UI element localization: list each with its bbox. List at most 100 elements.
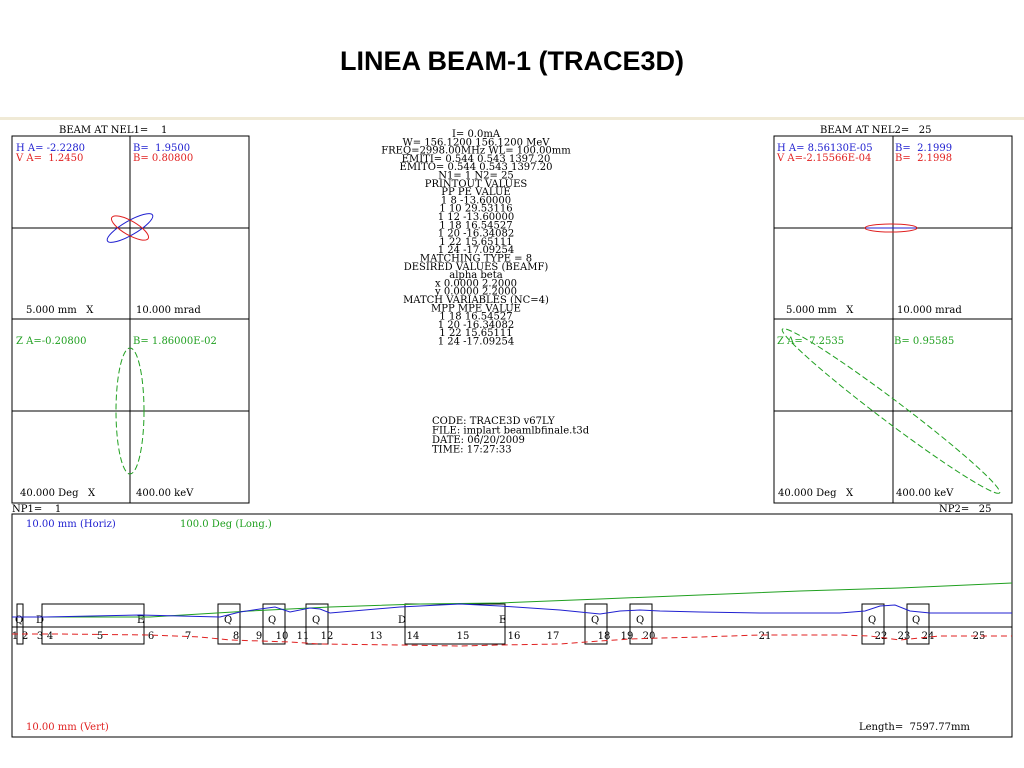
element-type-label: D [36, 615, 44, 626]
element-type-label: D [398, 615, 406, 626]
left-v-alpha: V A= 1.2450 [15, 153, 83, 164]
element-number: 21 [759, 631, 772, 642]
center-line: W= 156.1200 156.1200 MeV [402, 137, 550, 148]
element-number: 2 [22, 631, 28, 642]
beamline-frame [11, 513, 1013, 738]
element-number: 3 [37, 631, 43, 642]
long-scale-label: 100.0 Deg (Long.) [180, 519, 272, 530]
element-number: 4 [47, 631, 53, 642]
element-type-label: Q [268, 615, 276, 626]
element-number: 20 [643, 631, 656, 642]
vert-scale-label: 10.00 mm (Vert) [26, 722, 109, 733]
center-line: MPP MPE VALUE [431, 303, 521, 314]
right-z-beta: B= 0.95585 [894, 336, 954, 347]
element-number: 12 [321, 631, 334, 642]
element-number: 6 [148, 631, 154, 642]
element-number: 13 [370, 631, 383, 642]
center-line: DESIRED VALUES (BEAMF) [404, 262, 549, 273]
code-info-line: TIME: 17:27:33 [432, 445, 512, 456]
element-number: 8 [233, 631, 239, 642]
code-info-line: DATE: 06/20/2009 [432, 435, 525, 446]
center-line: 1 12 -13.60000 [438, 212, 515, 223]
vertical-ellipse-right [864, 223, 918, 233]
center-line: alpha beta [449, 270, 502, 281]
center-line: y 0.0000 2.2000 [434, 287, 517, 298]
np2-label: NP2= 25 [939, 504, 991, 515]
right-scale-energy: 400.00 keV [896, 488, 954, 499]
element-number: 16 [508, 631, 521, 642]
center-line: 1 10 29.53116 [439, 204, 512, 215]
center-line: 1 18 16.54527 [439, 220, 512, 231]
center-line: MATCH VARIABLES (NC=4) [403, 295, 549, 306]
center-line: N1= 1 N2= 25 [438, 171, 514, 182]
element-type-label: Q [224, 615, 232, 626]
element-number: 23 [898, 631, 911, 642]
left-header: BEAM AT NEL1= 1 [59, 125, 167, 136]
left-scale-x: 5.000 mm X [26, 305, 94, 316]
element-number: 22 [875, 631, 888, 642]
element-type-label: Q [912, 615, 920, 626]
left-h-beta: B= 1.9500 [133, 143, 190, 154]
element-number: 1 [12, 631, 18, 642]
right-v-beta: B= 2.1998 [895, 153, 952, 164]
element-number: 5 [97, 631, 103, 642]
vertical-ellipse-left [110, 215, 150, 241]
element-number: 7 [185, 631, 191, 642]
left-scale-xp: 10.000 mrad [136, 305, 201, 316]
center-line: 1 18 16.54527 [439, 312, 512, 323]
element-number: 18 [598, 631, 611, 642]
center-line: 1 24 -17.09254 [438, 337, 515, 348]
center-line: I= 0.0mA [452, 129, 501, 140]
element-type-label: Q [15, 615, 23, 626]
center-line: 1 20 -16.34082 [438, 229, 515, 240]
left-z-alpha: Z A=-0.20800 [16, 336, 86, 347]
center-line: 1 20 -16.34082 [438, 320, 515, 331]
center-line: PP PE VALUE [441, 187, 510, 198]
code-info-line: FILE: implart beamlbfinale.t3d [432, 426, 590, 437]
element-number: 10 [276, 631, 289, 642]
element-type-label: E [137, 615, 144, 626]
element-number: 17 [547, 631, 560, 642]
left-z-beta: B= 1.86000E-02 [133, 336, 217, 347]
center-line: EMITI= 0.544 0.543 1397.20 [402, 154, 551, 165]
page-title: LINEA BEAM-1 (TRACE3D) [340, 46, 684, 76]
longitudinal-ellipse-right [781, 328, 1001, 494]
right-z-alpha: Z A= 7.2535 [777, 336, 844, 347]
center-line: 1 22 15.65111 [439, 328, 512, 339]
length-label: Length= 7597.77mm [859, 722, 970, 733]
code-info-line: CODE: TRACE3D v67LY [432, 416, 555, 427]
element-number: 25 [973, 631, 986, 642]
center-line: 1 22 15.65111 [439, 237, 512, 248]
center-line: PRINTOUT VALUES [425, 179, 528, 190]
title-separator [0, 117, 1024, 120]
left-scale-phase: 40.000 Deg X [20, 488, 96, 499]
right-scale-xp: 10.000 mrad [897, 305, 962, 316]
center-line: x 0.0000 2.2000 [435, 278, 517, 289]
horiz-scale-label: 10.00 mm (Horiz) [26, 519, 116, 530]
center-line: 1 24 -17.09254 [438, 245, 515, 256]
beamline-elements [16, 603, 930, 645]
longitudinal-envelope [12, 582, 1013, 618]
longitudinal-ellipse-left [115, 347, 145, 475]
left-scale-energy: 400.00 keV [136, 488, 194, 499]
element-type-label: Q [636, 615, 644, 626]
element-type-label: Q [868, 615, 876, 626]
right-header: BEAM AT NEL2= 25 [820, 125, 932, 136]
element-type-label: Q [312, 615, 320, 626]
horizontal-envelope [12, 603, 1012, 618]
right-scale-x: 5.000 mm X [786, 305, 854, 316]
right-h-alpha: H A= 8.56130E-05 [777, 143, 873, 154]
horizontal-ellipse-left [106, 213, 154, 243]
element-number: 19 [621, 631, 634, 642]
center-line: FREQ=2998.00MHz WL= 100.00mm [381, 146, 571, 157]
element-type-label: Q [591, 615, 599, 626]
right-scale-phase: 40.000 Deg X [778, 488, 854, 499]
element-number: 11 [297, 631, 310, 642]
center-line: EMITO= 0.544 0.543 1397.20 [400, 162, 553, 173]
center-line: 1 8 -13.60000 [441, 195, 511, 206]
right-v-alpha: V A=-2.15566E-04 [776, 153, 871, 164]
